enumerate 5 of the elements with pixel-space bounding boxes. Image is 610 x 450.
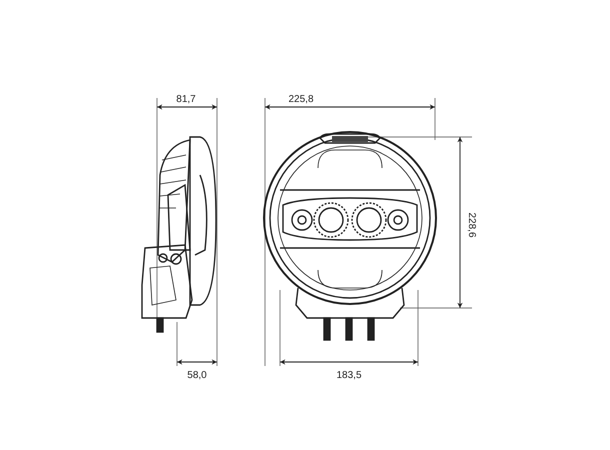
dimension-value: 58,0 [187,371,207,381]
dimension-value: 228,6 [466,212,476,238]
dimension-value: 225,8 [288,95,314,105]
dimension-value: 183,5 [336,371,362,381]
dimension-value: 81,7 [176,95,196,105]
